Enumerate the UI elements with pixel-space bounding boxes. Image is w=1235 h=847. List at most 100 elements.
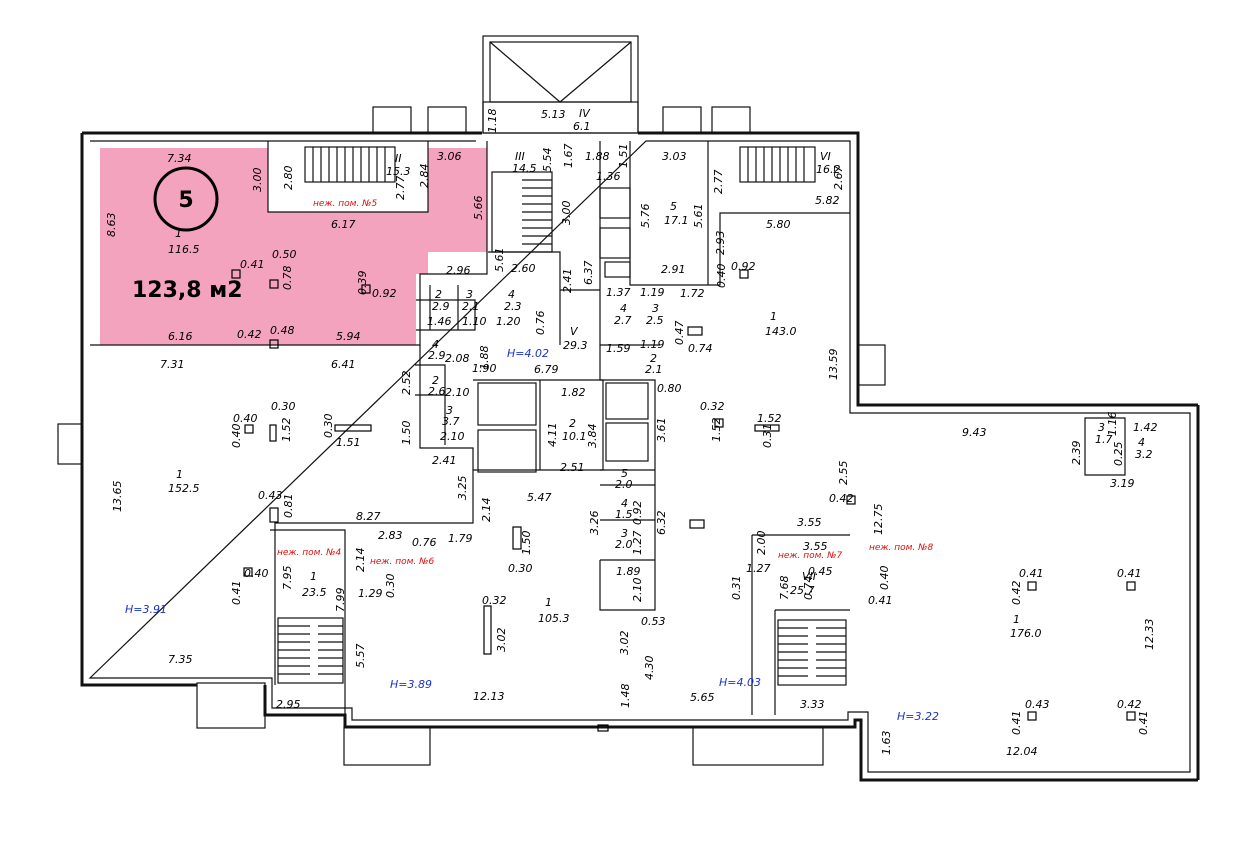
dimension: 12.75 [872, 504, 885, 536]
dimension: 0.43 [1025, 698, 1050, 711]
plan-line [559, 41, 632, 103]
elevator-shafts [477, 187, 649, 473]
note-unit-8: неж. пом. №8 [869, 543, 934, 553]
dimension: 0.42 [1117, 698, 1142, 711]
dimension: 0.80 [657, 382, 682, 395]
dimension: 12.33 [1143, 619, 1156, 651]
plan-line [231, 269, 241, 279]
dimension: 0.45 [808, 565, 833, 578]
dimension: 0.81 [282, 494, 295, 519]
room-number: 3 [621, 527, 628, 540]
room-number: VII [802, 570, 816, 583]
dimension: 2.52 [400, 371, 413, 396]
plan-line [522, 179, 552, 245]
plan-line [270, 529, 346, 715]
plan-line [711, 106, 751, 134]
dimension: 0.76 [412, 536, 437, 549]
dimension: 6.37 [582, 261, 595, 286]
room-number: 3 [466, 288, 473, 301]
dimension: 1.52 [710, 418, 723, 443]
room-area: 2.5 [646, 314, 664, 327]
dimension: 1.42 [1133, 421, 1158, 434]
room-number: 2 [569, 417, 576, 430]
dimension: 1.10 [462, 315, 487, 328]
unit-area-label: 123,8 м2 [132, 278, 243, 303]
plan-line [482, 101, 639, 134]
dimension: 5.66 [472, 196, 485, 221]
dimension: 7.34 [167, 152, 192, 165]
dimension: 5.54 [541, 148, 554, 173]
dimension: 1.46 [427, 315, 452, 328]
dimension: 2.93 [714, 231, 727, 256]
highlighted-unit-area[interactable] [100, 148, 487, 345]
dimension: 7.68 [778, 576, 791, 601]
plan-line [361, 284, 371, 294]
dimension: 0.32 [700, 400, 725, 413]
dimension: 1.52 [757, 412, 782, 425]
room-area: 2.1 [645, 363, 663, 376]
room-number: 1 [1013, 613, 1020, 626]
plan-line [605, 422, 649, 462]
dimension-labels: 7.34 3.06 6.17 0.50 0.41 0.92 6.16 0.42 … [160, 108, 1158, 758]
room-area: 143.0 [765, 325, 797, 338]
room-area: 152.5 [168, 482, 200, 495]
plan-line [372, 106, 412, 134]
dimension: 2.41 [432, 454, 457, 467]
room-area: 176.0 [1010, 627, 1042, 640]
dimension: 1.88 [585, 150, 610, 163]
dimension: 2.39 [1070, 441, 1083, 466]
room-number: 4 [432, 338, 439, 351]
dimension: 3.19 [1110, 477, 1135, 490]
dimension: 5.61 [692, 204, 705, 229]
room-area: 2.3 [504, 300, 522, 313]
dimension: 0.31 [761, 424, 774, 449]
dimension: 6.79 [534, 363, 559, 376]
unit-number: 5 [178, 188, 193, 213]
room-area: 1.5 [615, 508, 633, 521]
height-label: H=3.91 [125, 603, 167, 616]
dimension: 1.89 [616, 565, 641, 578]
dimension: 0.41 [1010, 711, 1023, 736]
dimension: 0.25 [1112, 442, 1125, 467]
plan-line [512, 526, 522, 550]
dimension: 0.47 [673, 321, 686, 346]
room-area: 25.7 [790, 584, 815, 597]
dimension: 3.00 [560, 201, 573, 226]
dimension: 8.27 [356, 510, 381, 523]
dimension: 2.55 [837, 461, 850, 486]
note-unit-6: неж. пом. №6 [370, 557, 435, 567]
dimension: 6.32 [655, 511, 668, 536]
room-area: 3.7 [442, 415, 460, 428]
plan-line [1027, 711, 1037, 721]
room-area: 2.0 [615, 478, 633, 491]
dimension: 2.80 [282, 166, 295, 191]
plan-line [489, 41, 632, 103]
room-area: 116.5 [168, 243, 200, 256]
dimension: 4.11 [546, 423, 559, 448]
dimension: 1.52 [280, 418, 293, 443]
dimension: 6.17 [331, 218, 356, 231]
dimension: 8.63 [105, 213, 118, 238]
dimension: 0.74 [688, 342, 713, 355]
dimension: 1.90 [472, 362, 497, 375]
plan-line [90, 141, 488, 346]
room-number: 3 [446, 404, 453, 417]
dimension: 3.55 [803, 540, 828, 553]
plan-line [689, 519, 705, 529]
dimension: 5.94 [336, 330, 361, 343]
plan-line [343, 726, 431, 766]
plan-line [1084, 417, 1126, 476]
room-number: 4 [1138, 436, 1145, 449]
dimension: 3.25 [456, 476, 469, 501]
plan-line [692, 726, 824, 766]
room-number: 4 [620, 302, 627, 315]
room-number: 1 [176, 468, 183, 481]
dimension: 1.59 [606, 342, 631, 355]
plan-line [269, 424, 277, 442]
room-number: III [515, 150, 525, 163]
height-label: H=4.02 [507, 347, 549, 360]
dimension: 5.65 [690, 691, 715, 704]
columns [231, 269, 1136, 732]
plan-line [269, 507, 279, 523]
dimension: 3.33 [800, 698, 825, 711]
